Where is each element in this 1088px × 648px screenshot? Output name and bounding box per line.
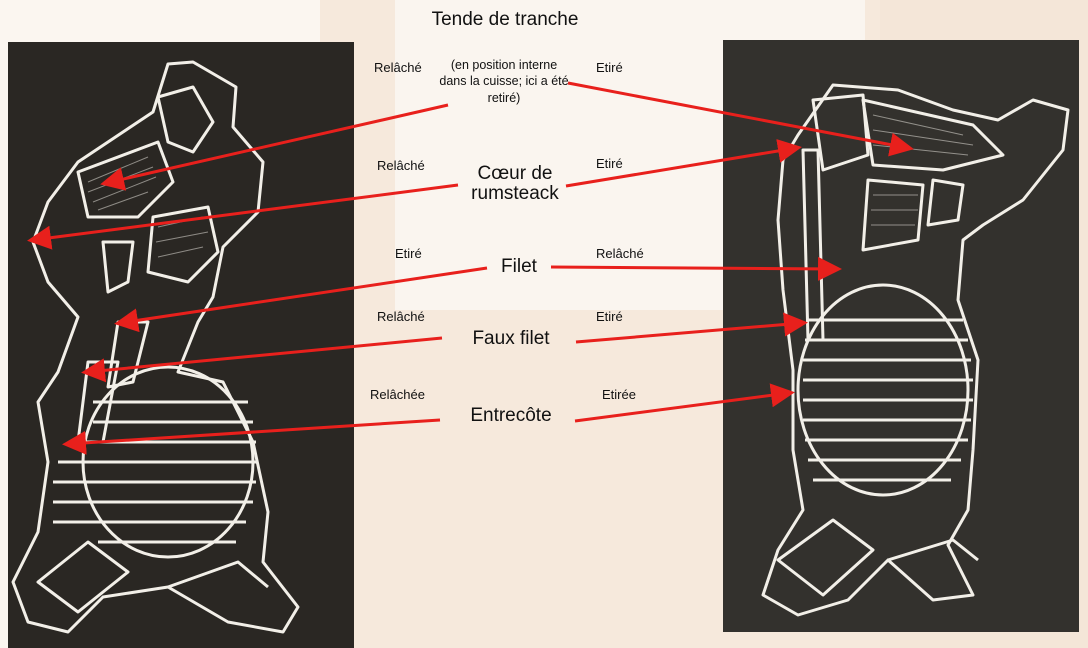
- coeur-right-label: Etiré: [596, 156, 623, 171]
- arrow-coeur-left: [33, 185, 458, 240]
- fauxfilet-title: Faux filet: [446, 329, 576, 349]
- arrow-tende-right: [568, 83, 908, 148]
- filet-left-label: Etiré: [395, 246, 422, 261]
- filet-title: Filet: [488, 257, 550, 277]
- entrecote-right-label: Etirée: [602, 387, 636, 402]
- tende-right-label: Etiré: [596, 60, 623, 75]
- fauxfilet-left-label: Relâché: [377, 309, 425, 324]
- arrow-fauxfilet-left: [87, 338, 442, 372]
- fauxfilet-right-label: Etiré: [596, 309, 623, 324]
- tende-note: (en position interne dans la cuisse; ici…: [438, 57, 570, 106]
- arrow-filet-left: [120, 268, 487, 323]
- arrow-filet-right: [551, 267, 836, 269]
- arrow-entrecote-left: [68, 420, 440, 444]
- entrecote-left-label: Relâchée: [370, 387, 425, 402]
- tende-title: Tende de tranche: [430, 10, 580, 30]
- entrecote-title: Entrecôte: [444, 406, 578, 426]
- filet-right-label: Relâché: [596, 246, 644, 261]
- coeur-left-label: Relâché: [377, 158, 425, 173]
- arrow-fauxfilet-right: [576, 323, 802, 342]
- coeur-title: Cœur de rumsteack: [450, 164, 580, 204]
- tende-left-label: Relâché: [374, 60, 422, 75]
